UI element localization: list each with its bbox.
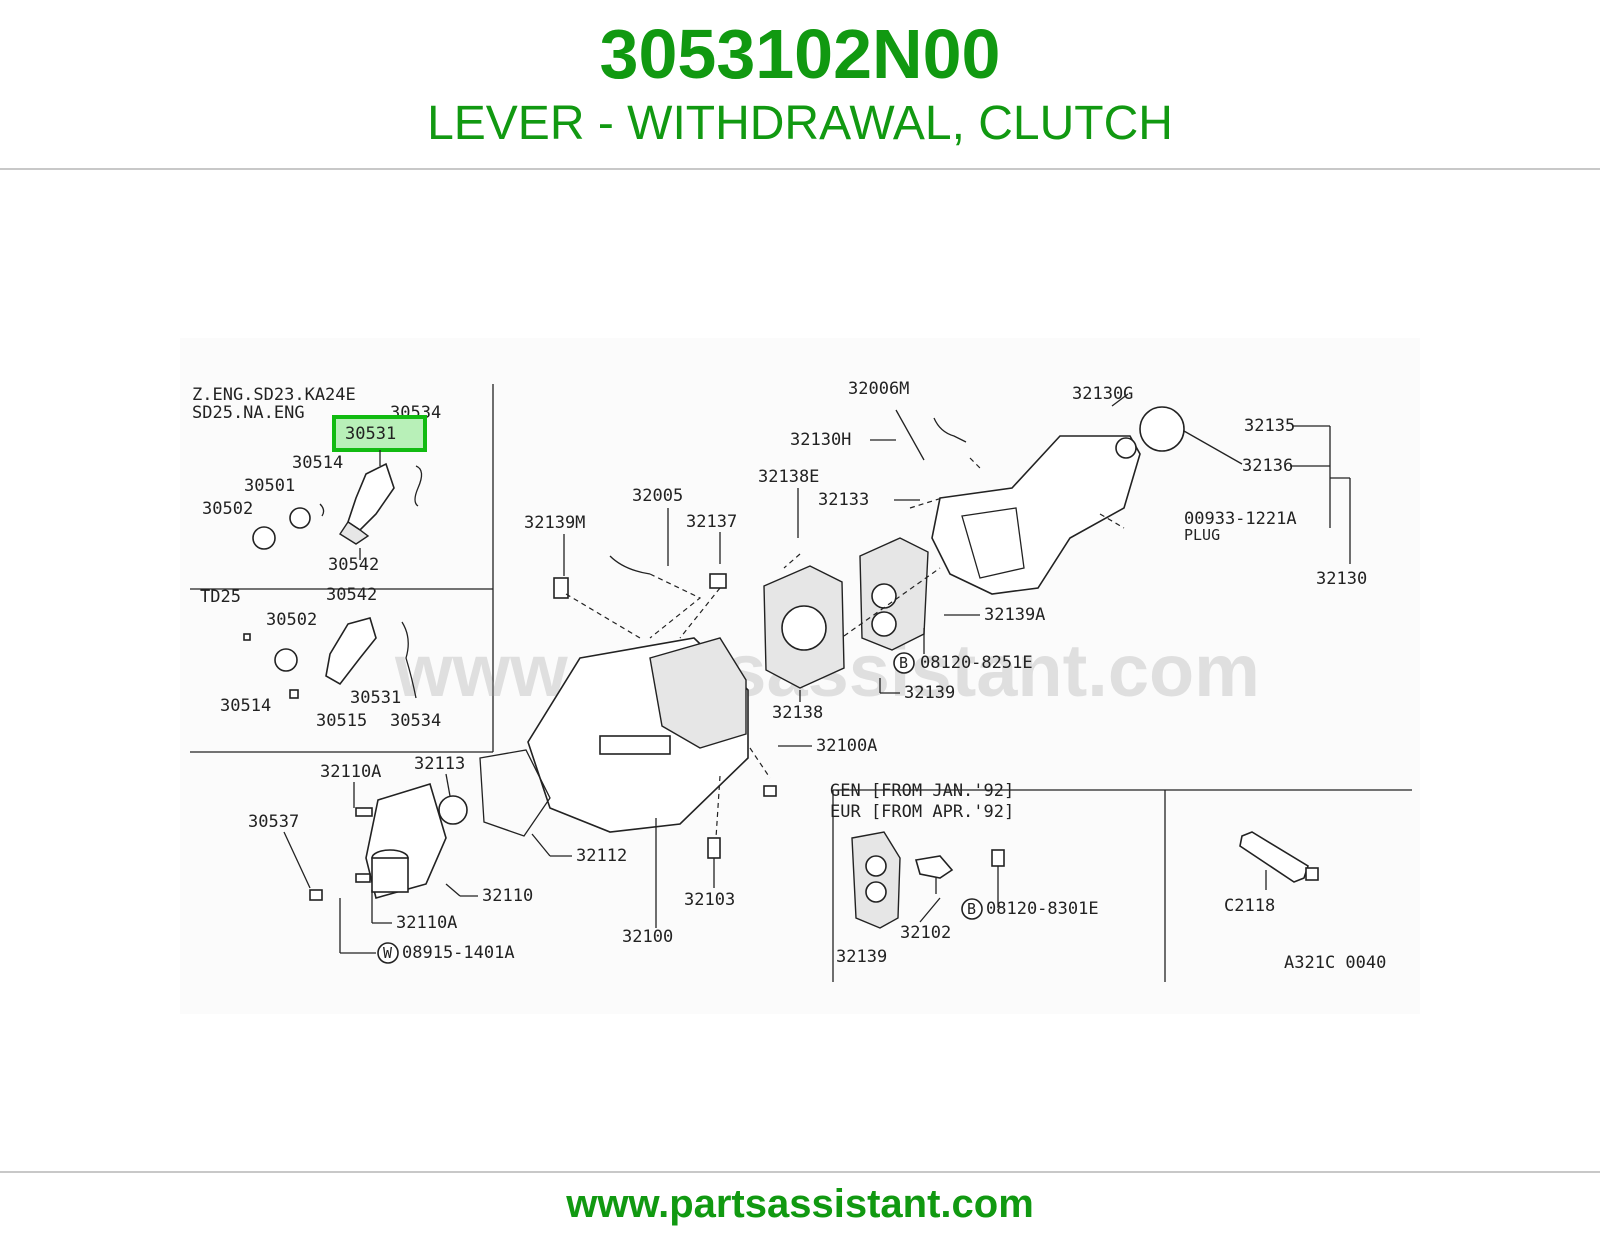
parts-diagram-svg: www.partsassistant.com Z.ENG.SD23.KA24E …	[180, 338, 1420, 1014]
part-label-30515-td25: 30515	[316, 711, 367, 731]
part-label-32139A: 32139A	[984, 605, 1045, 625]
header-divider	[0, 168, 1600, 170]
part-label-32113: 32113	[414, 754, 465, 774]
footer-divider	[0, 1171, 1600, 1173]
part-label-32133: 32133	[818, 490, 869, 510]
part-label-32138E: 32138E	[758, 467, 819, 487]
highlighted-part-label[interactable]: 30531	[345, 424, 396, 444]
part-label-30534-td25: 30534	[390, 711, 441, 731]
part-label-32136: 32136	[1242, 456, 1293, 476]
part-label-08120-8301E: 08120-8301E	[986, 899, 1099, 919]
part-label-32130: 32130	[1316, 569, 1367, 589]
parts-diagram: www.partsassistant.com Z.ENG.SD23.KA24E …	[180, 338, 1420, 1014]
part-label-32139: 32139	[904, 683, 955, 703]
part-label-30501: 30501	[244, 476, 295, 496]
b-marker-icon-2	[961, 898, 983, 920]
transmission-case-drawing	[309, 406, 1185, 901]
part-label-08915-1401A: 08915-1401A	[402, 943, 515, 963]
c2118-tube-drawing	[1239, 831, 1319, 890]
footer-url[interactable]: www.partsassistant.com	[566, 1182, 1034, 1226]
part-label-32130H: 32130H	[790, 430, 851, 450]
part-label-30514-td25: 30514	[220, 696, 271, 716]
part-label-30514: 30514	[292, 453, 343, 473]
part-label-32137: 32137	[686, 512, 737, 532]
part-label-32006M: 32006M	[848, 379, 909, 399]
b-marker-letter-2: B	[967, 900, 976, 918]
part-label-08120-8251E: 08120-8251E	[920, 653, 1033, 673]
part-label-32112: 32112	[576, 846, 627, 866]
part-label-32139-inset: 32139	[836, 947, 887, 967]
b-marker-icon-1	[893, 652, 915, 674]
inset-note-line1: GEN [FROM JAN.'92]	[830, 781, 1014, 801]
part-label-32138: 32138	[772, 703, 823, 723]
variant-label-td25: TD25	[200, 587, 241, 607]
part-label-30542: 30542	[328, 555, 379, 575]
part-label-32135: 32135	[1244, 416, 1295, 436]
part-label-plug: PLUG	[1184, 526, 1220, 544]
part-label-30531-td25: 30531	[350, 688, 401, 708]
part-label-30537: 30537	[248, 812, 299, 832]
td25-lever-drawing	[243, 617, 417, 699]
part-label-30502: 30502	[202, 499, 253, 519]
part-label-32110A-top: 32110A	[320, 762, 381, 782]
variant-label-line1: Z.ENG.SD23.KA24E	[192, 385, 356, 405]
part-label-32102: 32102	[900, 923, 951, 943]
withdrawal-lever-drawing	[252, 450, 423, 560]
highlighted-part-box[interactable]	[332, 415, 427, 452]
part-label-32139M: 32139M	[524, 513, 585, 533]
b-marker-letter-1: B	[899, 654, 908, 672]
part-label-30502-td25: 30502	[266, 610, 317, 630]
w-marker-icon	[377, 942, 399, 964]
part-label-32130G: 32130G	[1072, 384, 1133, 404]
part-label-32005: 32005	[632, 486, 683, 506]
part-label-32103: 32103	[684, 890, 735, 910]
part-label-30542-td25: 30542	[326, 585, 377, 605]
part-label-32100A: 32100A	[816, 736, 877, 756]
part-label-32110A-bottom: 32110A	[396, 913, 457, 933]
part-label-C2118: C2118	[1224, 896, 1275, 916]
variant-label-line2: SD25.NA.ENG	[192, 403, 305, 423]
leader-lines	[283, 393, 1351, 954]
part-label-32100: 32100	[622, 927, 673, 947]
inset-part-drawing	[851, 831, 1005, 929]
part-number-title: 3053102N00	[599, 15, 1001, 93]
page-header: 3053102N00 LEVER - WITHDRAWAL, CLUTCH	[0, 0, 1600, 168]
inset-note-line2: EUR [FROM APR.'92]	[830, 802, 1014, 822]
part-name-subtitle: LEVER - WITHDRAWAL, CLUTCH	[427, 97, 1173, 150]
part-label-32110: 32110	[482, 886, 533, 906]
diagram-code: A321C 0040	[1284, 953, 1386, 973]
w-marker-letter: W	[383, 944, 393, 962]
part-label-00933-1221A: 00933-1221A	[1184, 509, 1297, 529]
